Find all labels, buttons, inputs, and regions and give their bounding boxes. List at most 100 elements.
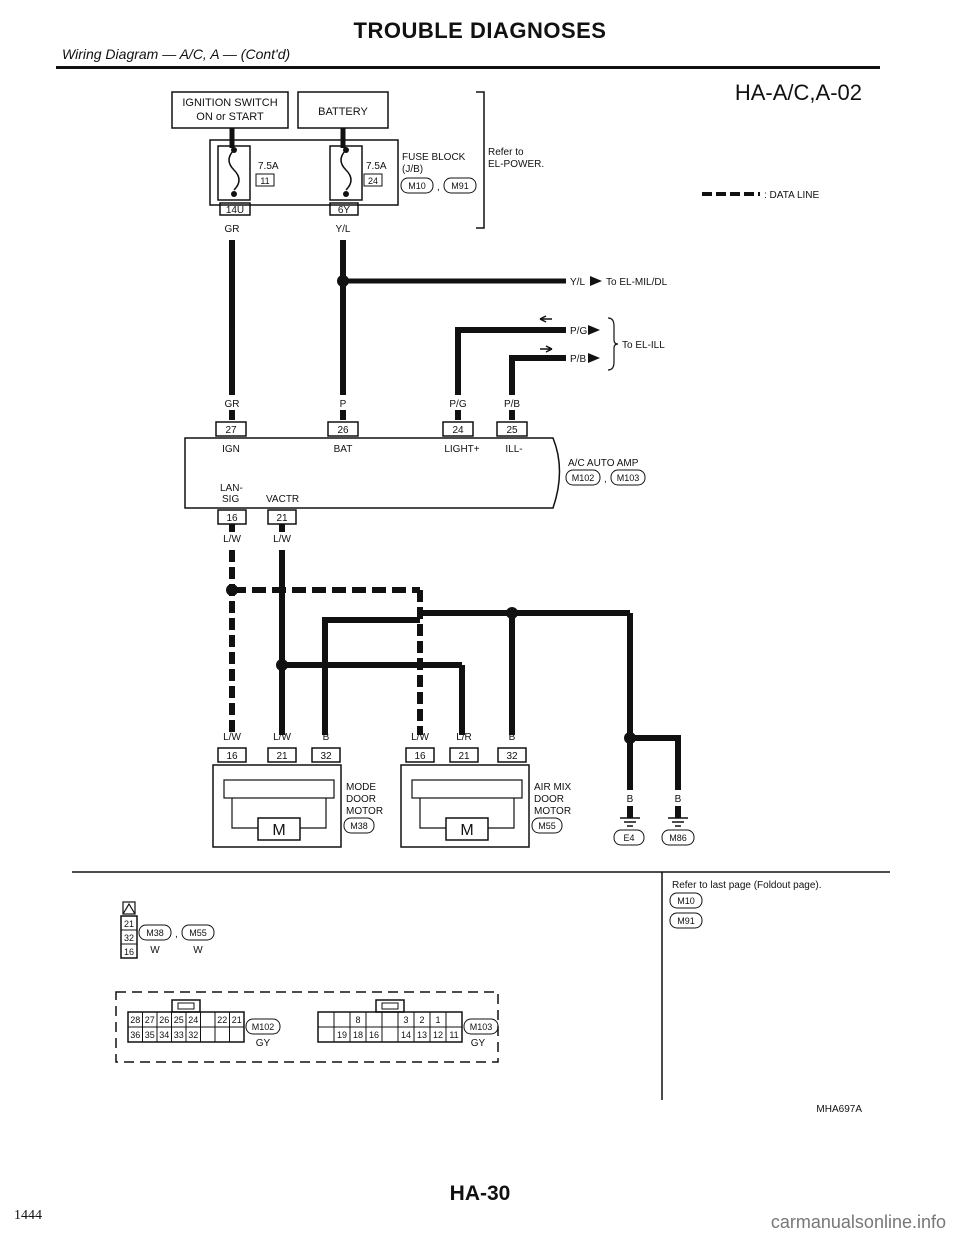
svg-text:32: 32 bbox=[320, 751, 332, 762]
manual-page-number: 1444 bbox=[14, 1208, 42, 1223]
svg-text:16: 16 bbox=[226, 513, 238, 524]
ignition-switch-state: ON or START bbox=[196, 111, 264, 123]
svg-text:P/G: P/G bbox=[570, 326, 587, 337]
connector-cavity bbox=[200, 1026, 216, 1043]
svg-text:MOTOR: MOTOR bbox=[534, 806, 571, 817]
svg-text:B: B bbox=[323, 732, 330, 743]
svg-text:M55: M55 bbox=[538, 821, 556, 831]
legend-data-line: : DATA LINE bbox=[702, 190, 820, 201]
connector-pin-number: 32 bbox=[188, 1030, 198, 1040]
vactr-wire bbox=[276, 550, 465, 735]
svg-text:26: 26 bbox=[337, 425, 349, 436]
page-number: HA-30 bbox=[449, 1182, 511, 1205]
svg-text:32: 32 bbox=[124, 933, 134, 943]
svg-text:L/W: L/W bbox=[411, 732, 429, 743]
fuse-block-label: FUSE BLOCK bbox=[402, 152, 466, 163]
svg-text:M91: M91 bbox=[451, 181, 469, 191]
ac-auto-amp-label: A/C AUTO AMP bbox=[568, 458, 639, 469]
svg-text:(J/B): (J/B) bbox=[402, 164, 423, 175]
svg-text:M91: M91 bbox=[677, 916, 695, 926]
connector-pin-number: 36 bbox=[130, 1030, 140, 1040]
svg-text:B: B bbox=[627, 794, 634, 805]
connector-m38-m55-face: 21 32 16 M38 , M55 W W bbox=[120, 901, 215, 959]
svg-text:SIG: SIG bbox=[222, 494, 239, 505]
ground-e4: B E4 bbox=[613, 794, 645, 846]
svg-text:LAN-: LAN- bbox=[220, 483, 243, 494]
connector-pin-number: 35 bbox=[145, 1030, 155, 1040]
svg-text:21: 21 bbox=[276, 513, 288, 524]
svg-text:P: P bbox=[340, 399, 347, 410]
svg-text:EL-POWER.: EL-POWER. bbox=[488, 159, 544, 170]
svg-text:M86: M86 bbox=[669, 833, 687, 843]
connector-pin-number: 19 bbox=[337, 1030, 347, 1040]
connector-pin-number: 26 bbox=[159, 1015, 169, 1025]
svg-text:GY: GY bbox=[471, 1038, 486, 1049]
fuse-24: 7.5A 24 bbox=[329, 145, 387, 201]
svg-text:,: , bbox=[175, 929, 178, 940]
connector-pin-number: 34 bbox=[159, 1030, 169, 1040]
connector-m91-tag bbox=[443, 177, 477, 194]
ignition-switch-label: IGNITION SWITCH bbox=[182, 97, 277, 109]
connector-cavity bbox=[214, 1026, 230, 1043]
svg-text:VACTR: VACTR bbox=[266, 494, 299, 505]
air-mix-door-motor-label: AIR MIX bbox=[534, 782, 572, 793]
svg-text:L/W: L/W bbox=[273, 732, 291, 743]
connector-pin-number: 25 bbox=[174, 1015, 184, 1025]
wire-pb bbox=[509, 355, 566, 395]
ground-wire-b bbox=[322, 607, 681, 790]
svg-text:21: 21 bbox=[276, 751, 288, 762]
svg-text:P/G: P/G bbox=[449, 399, 466, 410]
svg-text:M103: M103 bbox=[617, 473, 640, 483]
connector-pin-number: 33 bbox=[174, 1030, 184, 1040]
svg-text:M55: M55 bbox=[189, 928, 207, 938]
svg-text:11: 11 bbox=[260, 176, 269, 186]
svg-text:DOOR: DOOR bbox=[346, 794, 376, 805]
svg-text:M: M bbox=[460, 822, 473, 839]
svg-text:B: B bbox=[509, 732, 516, 743]
svg-text:GR: GR bbox=[225, 224, 240, 235]
svg-text:IGN: IGN bbox=[222, 444, 240, 455]
svg-text:32: 32 bbox=[506, 751, 518, 762]
watermark: carmanualsonline.info bbox=[770, 1212, 946, 1232]
svg-text:6Y: 6Y bbox=[338, 205, 351, 216]
diagram-code: MHA697A bbox=[816, 1104, 862, 1115]
connector-cavity bbox=[317, 1026, 335, 1043]
svg-text:7.5A: 7.5A bbox=[366, 161, 387, 172]
svg-text:MOTOR: MOTOR bbox=[346, 806, 383, 817]
svg-text:L/W: L/W bbox=[223, 534, 241, 545]
connector-pin-number: 14 bbox=[401, 1030, 411, 1040]
connector-cavity bbox=[445, 1026, 463, 1043]
connector-pin-number: 13 bbox=[417, 1030, 427, 1040]
svg-text:L/R: L/R bbox=[456, 732, 472, 743]
svg-text:DOOR: DOOR bbox=[534, 794, 564, 805]
svg-text:W: W bbox=[150, 945, 160, 956]
svg-text:GR: GR bbox=[225, 399, 240, 410]
ground-m86: B M86 bbox=[661, 794, 695, 846]
diagram-id: HA-A/C,A-02 bbox=[735, 80, 862, 105]
svg-text:B: B bbox=[675, 794, 682, 805]
svg-text:M10: M10 bbox=[677, 896, 695, 906]
connector-pin-number: 3 bbox=[403, 1015, 408, 1025]
connector-pin-number: 1 bbox=[435, 1015, 440, 1025]
connector-pin-number: 24 bbox=[188, 1015, 198, 1025]
svg-text:14U: 14U bbox=[226, 205, 244, 216]
svg-text:E4: E4 bbox=[623, 833, 634, 843]
fuse-11: 7.5A 11 bbox=[217, 145, 279, 201]
svg-text:P/B: P/B bbox=[504, 399, 520, 410]
svg-text:: DATA LINE: : DATA LINE bbox=[764, 190, 820, 201]
connector-pin-number: 8 bbox=[355, 1015, 360, 1025]
svg-text:W: W bbox=[193, 945, 203, 956]
svg-text:21: 21 bbox=[458, 751, 470, 762]
svg-text:16: 16 bbox=[226, 751, 238, 762]
svg-text:27: 27 bbox=[225, 425, 237, 436]
svg-text:Y/L: Y/L bbox=[335, 224, 350, 235]
header-rule bbox=[56, 66, 880, 69]
svg-text:M10: M10 bbox=[408, 181, 426, 191]
svg-text:LIGHT+: LIGHT+ bbox=[444, 444, 479, 455]
connector-pin-number: 16 bbox=[369, 1030, 379, 1040]
svg-text:16: 16 bbox=[414, 751, 426, 762]
svg-text:16: 16 bbox=[124, 947, 134, 957]
to-el-ill: To EL-ILL bbox=[622, 340, 665, 351]
connector-pin-number: 28 bbox=[130, 1015, 140, 1025]
